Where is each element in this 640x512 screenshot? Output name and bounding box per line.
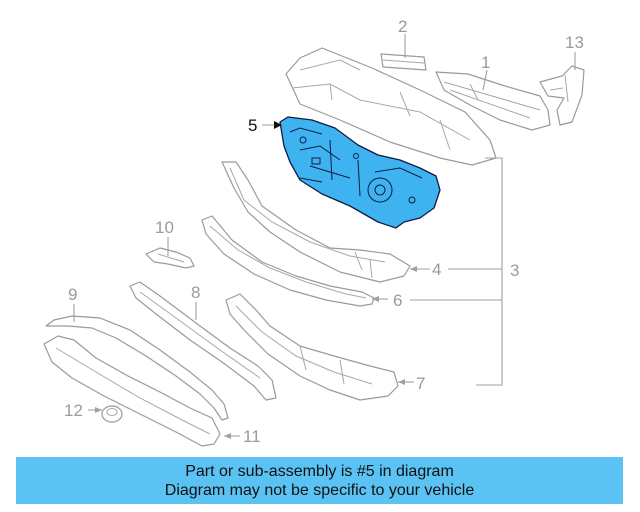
part-7-lower-panel [225,293,399,401]
callout-3: 3 [510,261,519,280]
callout-7: 7 [416,374,425,393]
part-13-bracket [539,65,585,126]
callout-2: 2 [398,17,407,36]
banner-line-1: Part or sub-assembly is #5 in diagram [185,462,454,480]
callout-8: 8 [191,283,200,302]
part-1-cowl-panel-right [435,71,551,131]
callout-4-arrowhead [410,266,417,272]
callout-12-arrowhead [95,407,102,413]
callout-5-arrowhead [274,121,282,129]
part-5-dash-insulator [279,116,441,229]
callout-9: 9 [68,285,77,304]
banner-line-2: Diagram may not be specific to your vehi… [164,481,475,499]
part-12-grommet [101,405,123,423]
callout-12: 12 [64,401,83,420]
callout-7-arrowhead [398,379,405,385]
part-8-seal [129,281,277,401]
part-10-bracket [145,247,195,269]
cowl-top-panel [285,47,497,166]
callout-11-arrowhead [224,433,231,439]
parts-diagram: 2 1 13 5 10 4 3 6 9 8 7 12 11 [43,17,585,447]
callout-1: 1 [481,53,490,72]
part-9-seal [45,315,229,421]
part-6-rail [201,215,375,307]
leader-lines [73,34,576,437]
callout-11: 11 [243,427,261,446]
part-2-block [380,53,427,71]
callout-4: 4 [432,260,441,279]
part-11-lower-panel [43,335,221,447]
part-4-dash-panel [221,161,411,283]
info-banner: Part or sub-assembly is #5 in diagram Di… [16,457,623,504]
callout-6: 6 [393,291,402,310]
callout-13: 13 [565,33,584,52]
callout-6-arrowhead [372,296,379,302]
callout-10: 10 [155,218,174,237]
callout-5: 5 [248,116,257,135]
